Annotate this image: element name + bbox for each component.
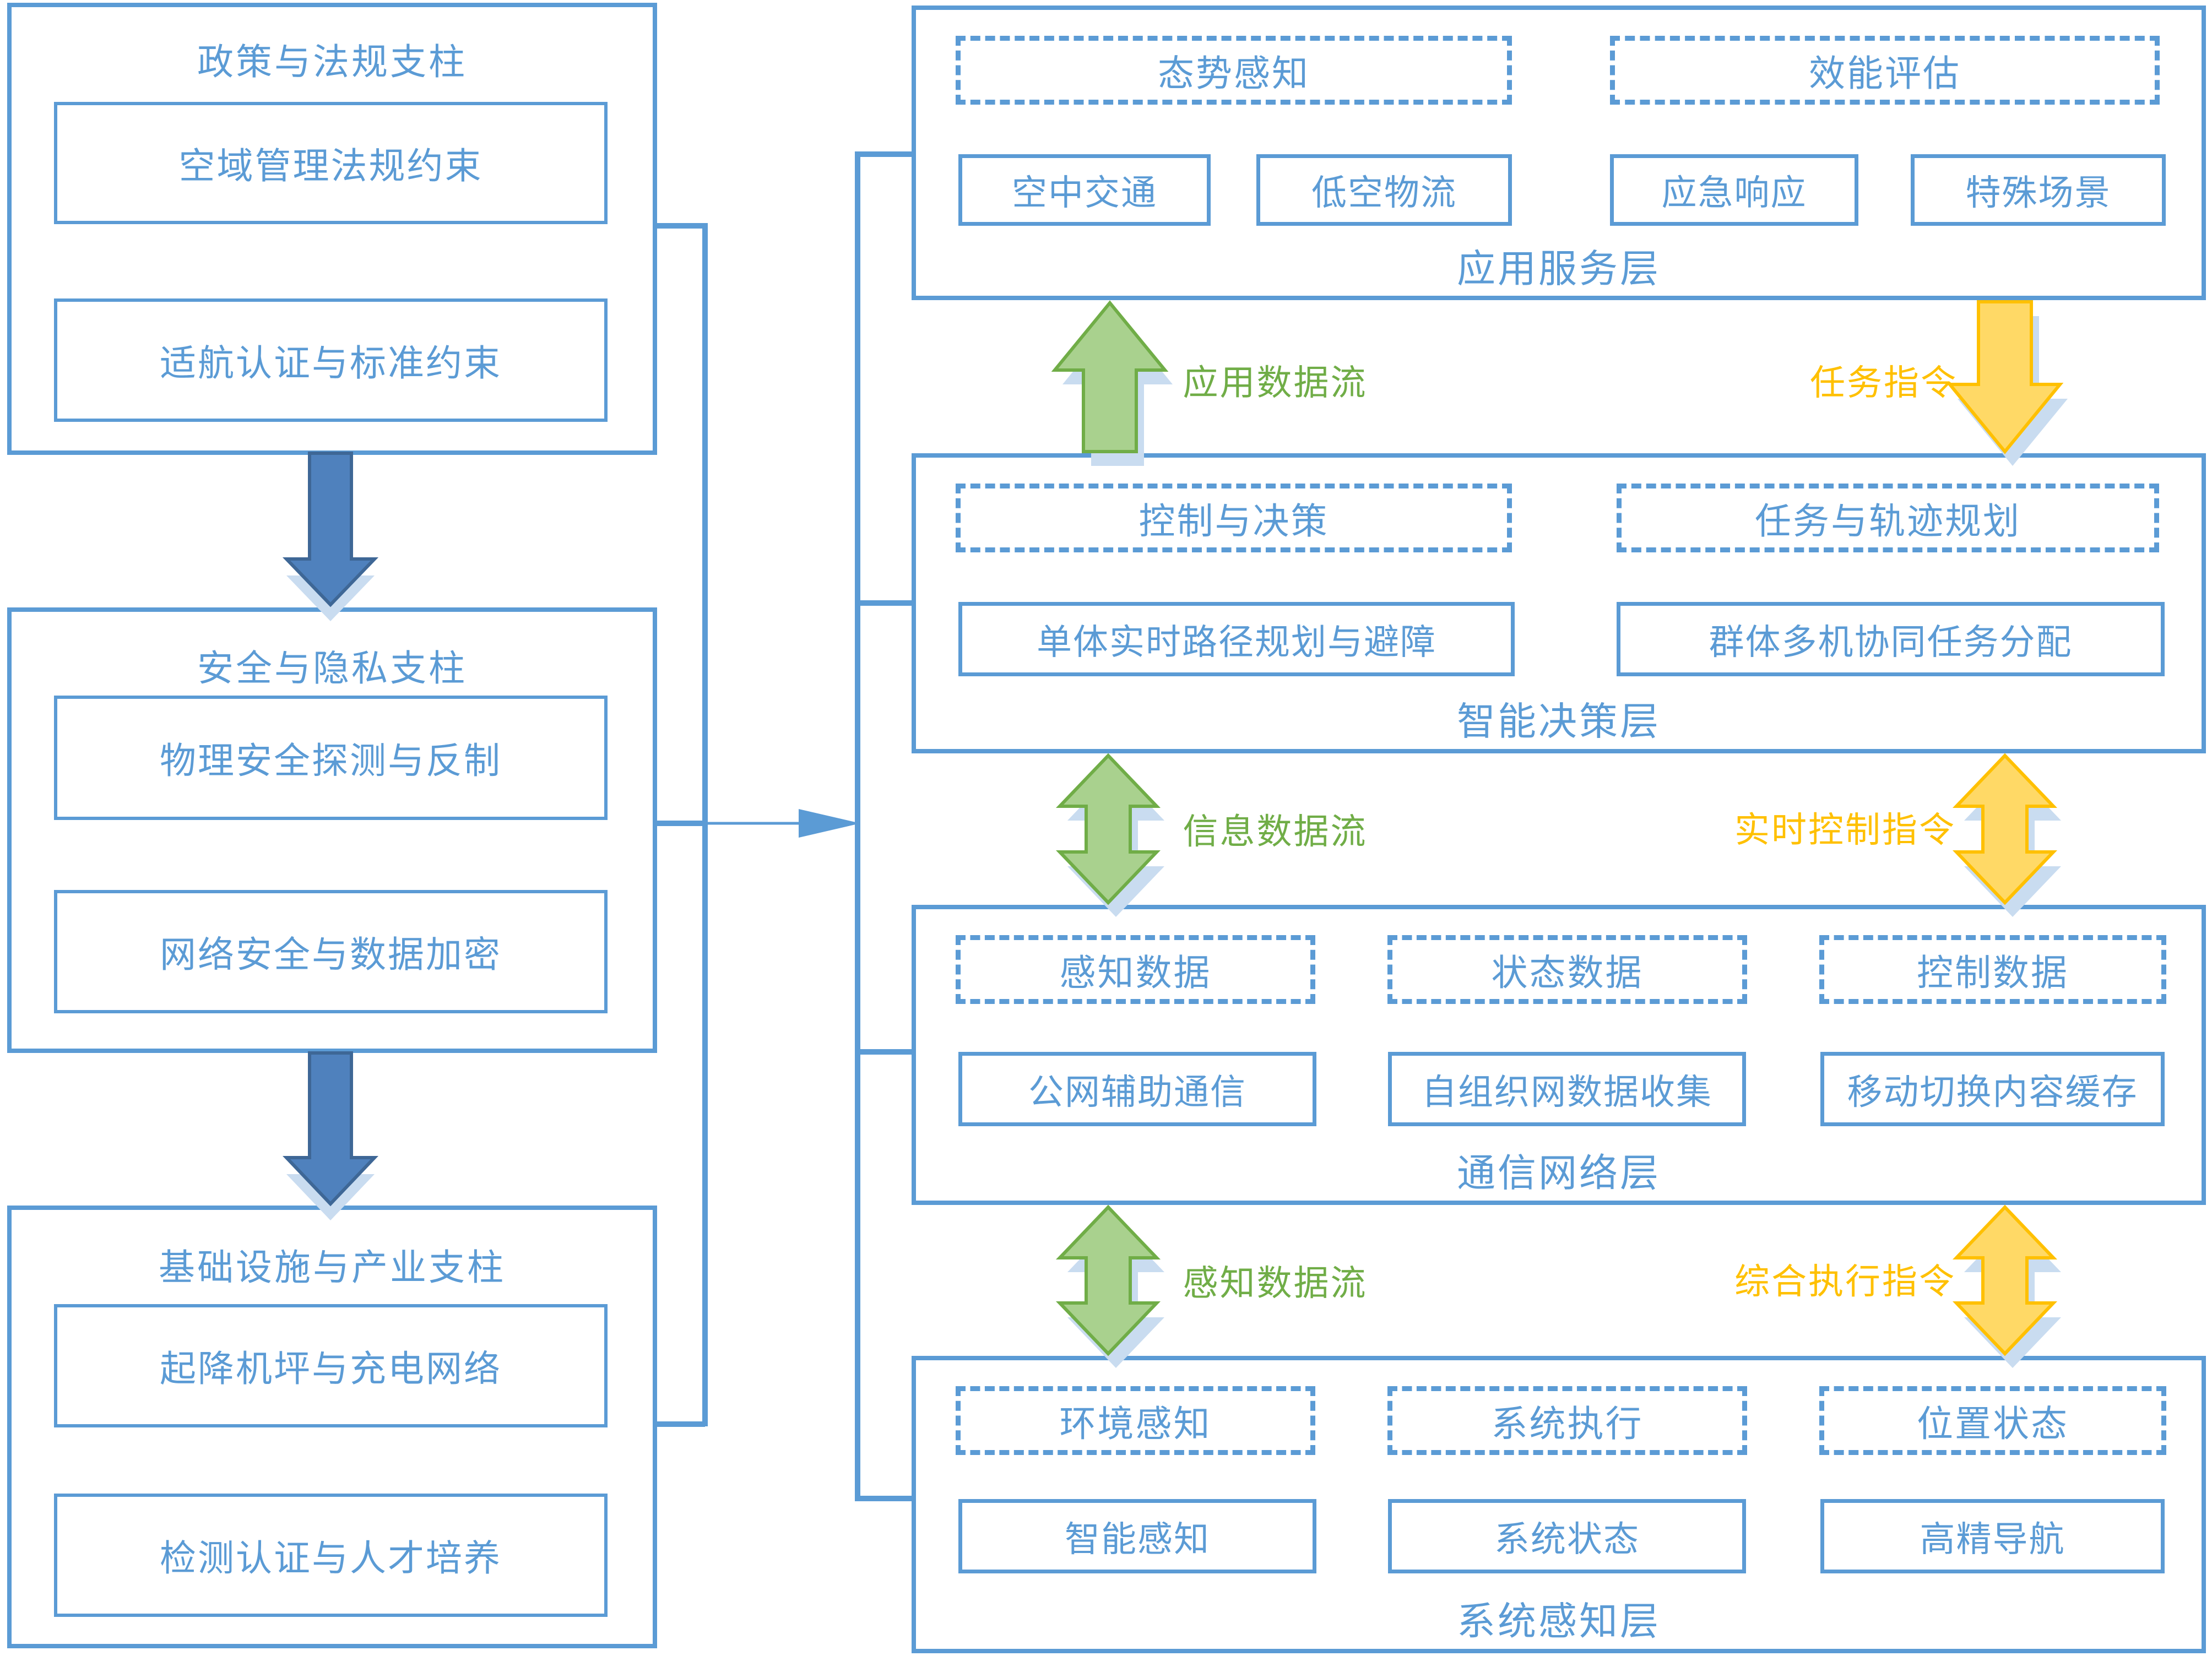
pillar-bracket-line: [654, 223, 708, 1427]
layer-2-solid-1: 单体实时路径规划与避障: [958, 602, 1515, 676]
layer-4-solid-3: 高精导航: [1820, 1499, 2165, 1573]
flow-3-up-label: 感知数据流: [1183, 1264, 1368, 1303]
layer-1-solid-3: 应急响应: [1610, 154, 1858, 226]
pillar-3-item-2: 检测认证与人才培养: [54, 1494, 608, 1617]
flow-1-up-shadow: [1062, 317, 1173, 466]
bracket-right-arrowhead-icon: [799, 809, 860, 838]
layer-2-dashed-2: 任务与轨迹规划: [1617, 484, 2159, 552]
yellow-double-arrow-icon: [1952, 753, 2058, 905]
layer-3-dashed-1: 感知数据: [956, 935, 1315, 1004]
pillar-1-title: 政策与法规支柱: [197, 42, 467, 83]
yellow-double-arrow-2-icon: [1952, 1204, 2058, 1356]
layer-3-solid-3: 移动切换内容缓存: [1820, 1052, 2165, 1126]
layer-1-solid-1: 空中交通: [958, 154, 1211, 226]
pillar-1-item-1: 空域管理法规约束: [54, 102, 608, 224]
pillar-arrow-2-shadow: [286, 1069, 375, 1220]
green-up-arrow-icon: [1051, 300, 1169, 453]
layer-4-solid-1: 智能感知: [958, 1499, 1316, 1573]
layer-3-dashed-2: 状态数据: [1387, 935, 1747, 1004]
pillar-3-item-1: 起降机坪与充电网络: [54, 1304, 608, 1427]
pillar-2-item-1: 物理安全探测与反制: [54, 696, 608, 820]
layer-4-dashed-2: 系统执行: [1387, 1386, 1747, 1455]
pillar-down-arrow-2-icon: [283, 1051, 378, 1207]
flow-2-up-shadow: [1067, 770, 1164, 917]
flow-1-up-label: 应用数据流: [1183, 363, 1368, 403]
flow-1-down-label: 任务指令: [1810, 363, 1958, 403]
layer-2-label: 智能决策层: [1457, 701, 1661, 743]
flow-2-down-label: 实时控制指令: [1734, 811, 1956, 850]
pillar-down-arrow-1-icon: [282, 452, 379, 607]
layer-2-solid-2: 群体多机协同任务分配: [1617, 602, 2165, 676]
pillar-2-item-2: 网络安全与数据加密: [54, 890, 608, 1013]
layer-2-dashed-1: 控制与决策: [956, 484, 1512, 552]
layer-3-label: 通信网络层: [1457, 1152, 1661, 1195]
layer-1-dashed-2: 效能评估: [1610, 36, 2160, 105]
flow-3-down-label: 综合执行指令: [1734, 1262, 1956, 1301]
layer-1-solid-4: 特殊场景: [1911, 154, 2166, 226]
green-double-arrow-icon: [1055, 753, 1161, 905]
flow-2-up-label: 信息数据流: [1183, 812, 1368, 851]
layer-1-label: 应用服务层: [1457, 248, 1661, 291]
green-double-arrow-2-icon: [1055, 1204, 1161, 1356]
layer-3-solid-2: 自组织网数据收集: [1388, 1052, 1746, 1126]
layer-4-solid-2: 系统状态: [1388, 1499, 1746, 1573]
layer-4-dashed-3: 位置状态: [1819, 1386, 2166, 1455]
layer-1-solid-2: 低空物流: [1256, 154, 1512, 226]
layer-3-dashed-3: 控制数据: [1819, 935, 2166, 1004]
layer-3-solid-1: 公网辅助通信: [958, 1052, 1316, 1126]
pillar-2-title: 安全与隐私支柱: [197, 649, 467, 689]
layer-bracket-line: [855, 151, 914, 1501]
pillar-3-title: 基础设施与产业支柱: [159, 1248, 506, 1288]
layer-1-dashed-1: 态势感知: [956, 36, 1512, 105]
pillar-1-item-2: 适航认证与标准约束: [54, 298, 608, 422]
flow-3-up-shadow: [1067, 1221, 1164, 1368]
flow-2-down-shadow: [1964, 770, 2061, 917]
layer-4-dashed-1: 环境感知: [956, 1386, 1315, 1455]
layer-4-label: 系统感知层: [1457, 1600, 1661, 1643]
pillar-arrow-1-shadow: [286, 470, 375, 621]
flow-3-down-shadow: [1964, 1221, 2061, 1368]
